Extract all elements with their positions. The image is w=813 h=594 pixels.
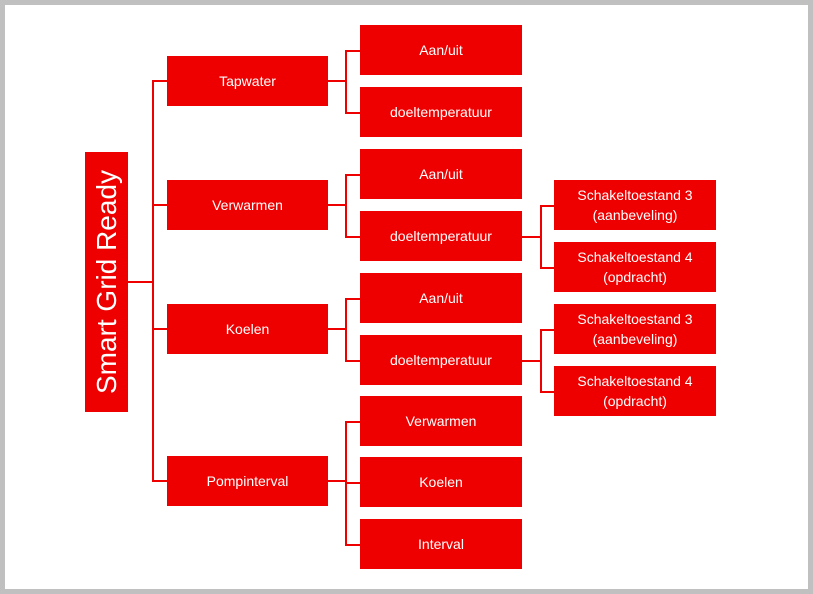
connector-verwarmen-trunk: [345, 174, 347, 236]
connector-root: [128, 281, 152, 283]
node-label-line1: Schakeltoestand 3: [577, 187, 693, 203]
connector-pompinterval-interval: [345, 544, 360, 546]
root-label: Smart Grid Ready: [90, 169, 122, 395]
connector-trunk-level1: [152, 80, 154, 480]
node-pompinterval-verwarmen: Verwarmen: [360, 396, 522, 446]
node-tapwater-doeltemperatuur: doeltemperatuur: [360, 87, 522, 137]
connector-koelen-out: [328, 328, 345, 330]
connector-verwarmen-st3: [540, 205, 554, 207]
node-label: doeltemperatuur: [390, 352, 492, 368]
node-label: Aan/uit: [419, 290, 463, 306]
connector-tapwater: [152, 80, 167, 82]
connector-verwarmen-sub-trunk: [540, 205, 542, 267]
connector-koelen-sub-trunk: [540, 329, 542, 391]
node-label: Aan/uit: [419, 166, 463, 182]
connector-verwarmen-st4: [540, 267, 554, 269]
node-koelen-label: Koelen: [225, 321, 270, 337]
connector-tapwater-trunk: [345, 50, 347, 112]
connector-koelen-doeltemp-out: [522, 360, 540, 362]
connector-verwarmen-aanuit: [345, 174, 360, 176]
node-pompinterval-label: Pompinterval: [206, 473, 289, 489]
node-label: Aan/uit: [419, 42, 463, 58]
node-verwarmen-aanuit: Aan/uit: [360, 149, 522, 199]
connector-verwarmen-doeltemp-out: [522, 236, 540, 238]
connector-koelen-st4: [540, 391, 554, 393]
node-koelen: Koelen: [167, 304, 328, 354]
node-label-line2: (aanbeveling): [592, 331, 678, 347]
node-tapwater: Tapwater: [167, 56, 328, 106]
connector-pompinterval-out: [328, 480, 345, 482]
node-label-line2: (opdracht): [603, 269, 667, 285]
node-koelen-aanuit: Aan/uit: [360, 273, 522, 323]
connector-pompinterval-verwarmen: [345, 421, 360, 423]
connector-tapwater-doeltemp: [345, 112, 360, 114]
connector-koelen-st3: [540, 329, 554, 331]
node-label: doeltemperatuur: [390, 104, 492, 120]
connector-koelen-doeltemp: [345, 360, 360, 362]
node-label-line2: (opdracht): [603, 393, 667, 409]
node-tapwater-label: Tapwater: [219, 73, 276, 89]
node-verwarmen-schakeltoestand-4: Schakeltoestand 4 (opdracht): [554, 242, 716, 292]
connector-pompinterval: [152, 480, 167, 482]
node-label-line2: (aanbeveling): [592, 207, 678, 223]
node-label-line1: Schakeltoestand 4: [577, 249, 693, 265]
node-pompinterval-koelen: Koelen: [360, 457, 522, 507]
connector-koelen: [152, 328, 167, 330]
root-node: Smart Grid Ready: [85, 152, 128, 412]
node-label: Koelen: [419, 474, 463, 490]
node-pompinterval: Pompinterval: [167, 456, 328, 506]
node-label: Interval: [418, 536, 464, 552]
node-label-line1: Schakeltoestand 4: [577, 373, 693, 389]
connector-verwarmen-out: [328, 204, 345, 206]
node-verwarmen-schakeltoestand-3: Schakeltoestand 3 (aanbeveling): [554, 180, 716, 230]
connector-verwarmen: [152, 204, 167, 206]
node-label: Verwarmen: [405, 413, 477, 429]
node-koelen-schakeltoestand-4: Schakeltoestand 4 (opdracht): [554, 366, 716, 416]
connector-verwarmen-doeltemp: [345, 236, 360, 238]
node-verwarmen-doeltemperatuur: doeltemperatuur: [360, 211, 522, 261]
connector-tapwater-out: [328, 80, 345, 82]
node-koelen-schakeltoestand-3: Schakeltoestand 3 (aanbeveling): [554, 304, 716, 354]
connector-koelen-aanuit: [345, 298, 360, 300]
node-label: doeltemperatuur: [390, 228, 492, 244]
connector-tapwater-aanuit: [345, 50, 360, 52]
node-koelen-doeltemperatuur: doeltemperatuur: [360, 335, 522, 385]
node-pompinterval-interval: Interval: [360, 519, 522, 569]
node-verwarmen-label: Verwarmen: [212, 197, 283, 213]
connector-pompinterval-koelen: [345, 482, 360, 484]
node-label-line1: Schakeltoestand 3: [577, 311, 693, 327]
node-tapwater-aanuit: Aan/uit: [360, 25, 522, 75]
node-verwarmen: Verwarmen: [167, 180, 328, 230]
connector-koelen-trunk: [345, 298, 347, 360]
